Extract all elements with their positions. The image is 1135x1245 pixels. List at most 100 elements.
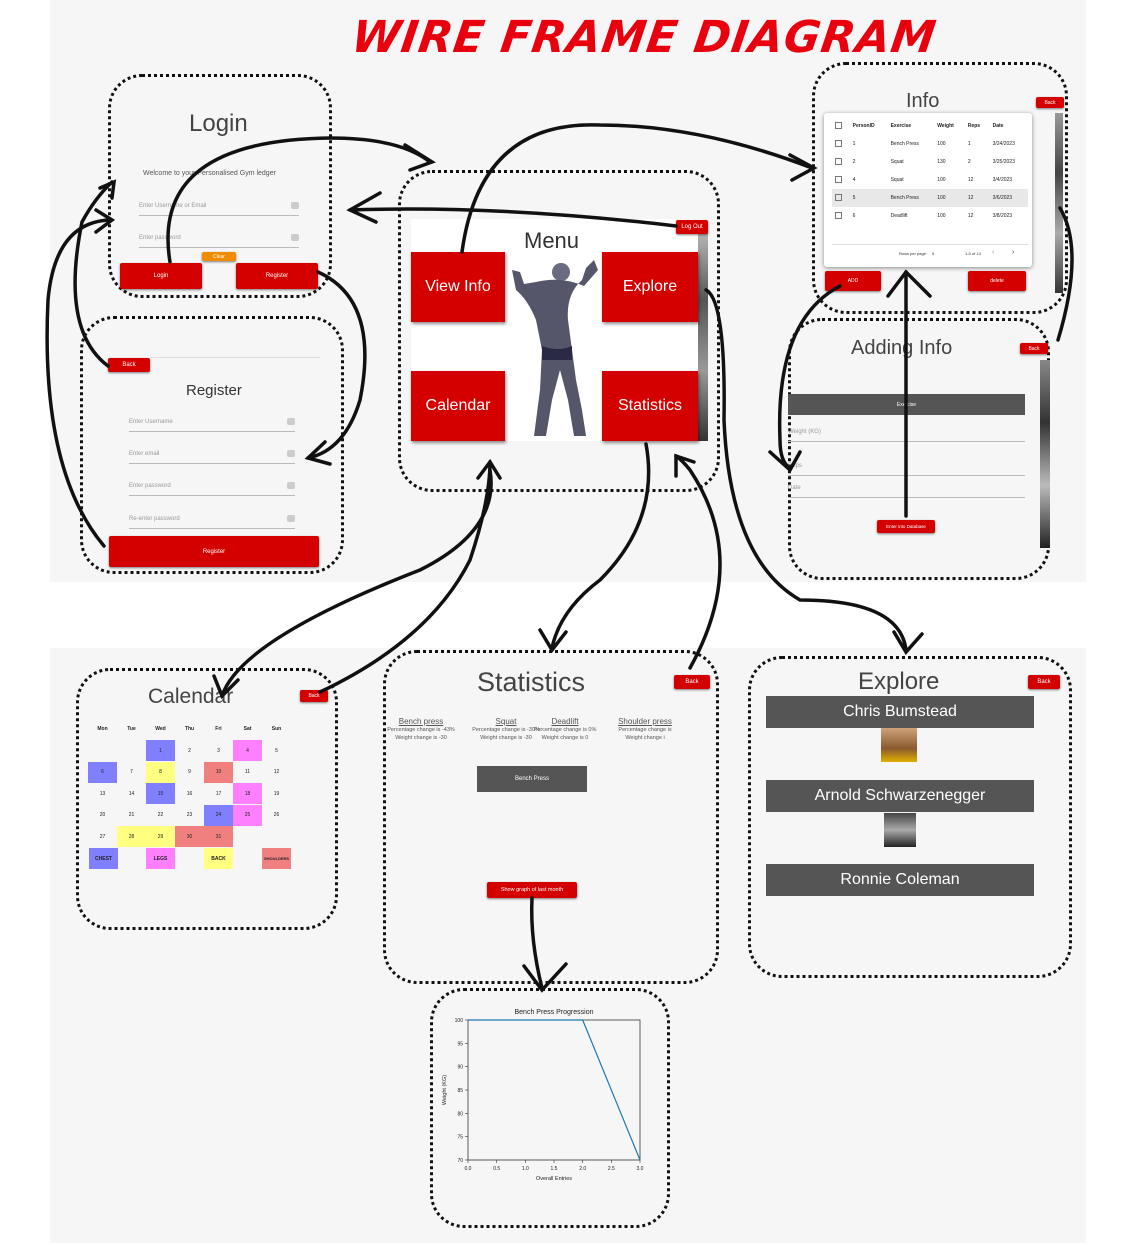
login-password-input[interactable]: Enter password: [139, 226, 299, 248]
arrow-login-to-menu-head: [403, 143, 436, 172]
arrow-explore-head: [892, 630, 924, 655]
register-password-placeholder: Enter password: [129, 483, 171, 489]
arrow-add-head: [768, 450, 802, 473]
delete-button[interactable]: delete: [968, 271, 1026, 291]
calendar-date-cell[interactable]: 16: [186, 790, 193, 797]
explore-back-button[interactable]: Back: [1028, 675, 1060, 689]
statistics-back-button[interactable]: Back: [674, 675, 710, 689]
date-placeholder: Date: [788, 485, 801, 491]
calendar-date-cell[interactable]: 17: [215, 790, 222, 797]
row-checkbox[interactable]: [832, 135, 850, 153]
calendar-date-cell[interactable]: 20: [99, 812, 106, 818]
calendar-date-cell[interactable]: 6: [88, 761, 117, 783]
info-column-header: PersonID: [852, 123, 875, 129]
select-all-checkbox[interactable]: [832, 117, 850, 135]
stat-percentage-change: Percentage change is -43%: [387, 727, 455, 733]
chart-frame: [430, 988, 670, 1228]
prev-page-icon[interactable]: ‹: [992, 249, 995, 256]
explore-person-arnold[interactable]: Arnold Schwarzenegger: [766, 780, 1034, 812]
table-cell: 3/25/2023: [992, 159, 1015, 165]
calendar-legend-shoulders: SHOULDERS: [262, 848, 291, 869]
row-checkbox[interactable]: [832, 153, 850, 171]
rows-per-page-select[interactable]: 5: [932, 251, 935, 256]
calendar-date-cell[interactable]: 22: [157, 812, 164, 818]
row-checkbox[interactable]: [832, 171, 850, 189]
table-cell: 1: [852, 141, 856, 147]
calendar-date-cell[interactable]: 24: [204, 804, 233, 826]
explore-button[interactable]: Explore: [602, 252, 698, 322]
arrow-login-to-menu: [166, 136, 432, 264]
view-info-button[interactable]: View Info: [411, 252, 505, 322]
exercise-dropdown[interactable]: Bench Press: [477, 766, 587, 792]
calendar-date-cell[interactable]: 11: [244, 769, 251, 775]
register-password-input[interactable]: Enter password: [129, 473, 295, 496]
info-side-strip: [1055, 113, 1063, 293]
calendar-date-cell[interactable]: 7: [130, 769, 133, 775]
register-reenter-placeholder: Re-enter password: [129, 516, 180, 522]
login-register-button[interactable]: Register: [236, 263, 318, 289]
register-frame: [80, 316, 344, 574]
calendar-date-cell[interactable]: 1: [146, 740, 175, 761]
row-checkbox[interactable]: [832, 189, 850, 207]
calendar-date-cell[interactable]: 31: [204, 826, 233, 847]
row-checkbox[interactable]: [832, 207, 850, 225]
calendar-date-cell[interactable]: 23: [186, 812, 193, 818]
calendar-date-cell[interactable]: 2: [188, 747, 191, 754]
register-reenter-input[interactable]: Re-enter password: [129, 506, 295, 529]
table-cell: Deadlift: [890, 213, 908, 219]
info-back-button[interactable]: Back: [1036, 97, 1064, 108]
calendar-date-cell[interactable]: 27: [99, 833, 106, 840]
arrow-calendar-back: [318, 460, 492, 694]
login-button[interactable]: Login: [120, 263, 202, 289]
next-page-icon[interactable]: ›: [1012, 249, 1015, 256]
calendar-date-cell[interactable]: 28: [117, 826, 146, 847]
calendar-date-cell[interactable]: 4: [233, 740, 262, 761]
table-cell: 12: [967, 213, 974, 219]
statistics-button[interactable]: Statistics: [602, 371, 698, 441]
logout-button[interactable]: Log Out: [676, 220, 708, 234]
calendar-date-cell[interactable]: 19: [273, 790, 280, 797]
y-tick-label: 90: [457, 1065, 463, 1071]
clear-button[interactable]: Clear: [202, 252, 236, 261]
calendar-date-cell[interactable]: 25: [233, 804, 262, 826]
show-graph-button[interactable]: Show graph of last month: [487, 882, 577, 898]
x-axis-label: Overall Entries: [536, 1176, 572, 1182]
calendar-date-cell[interactable]: 13: [99, 790, 106, 797]
calendar-date-cell[interactable]: 26: [273, 812, 280, 818]
register-submit-button[interactable]: Register: [109, 536, 319, 567]
explore-person-chris[interactable]: Chris Bumstead: [766, 696, 1034, 728]
calendar-date-cell[interactable]: 9: [188, 769, 191, 775]
calendar-date-cell[interactable]: 8: [146, 761, 175, 783]
calendar-date-cell[interactable]: 14: [128, 790, 135, 797]
arrow-register-submit-head: [94, 208, 116, 234]
calendar-button[interactable]: Calendar: [411, 371, 505, 441]
stat-weight-change: Weight change is -30: [395, 735, 447, 741]
adding-info-back-button[interactable]: Back: [1020, 343, 1048, 354]
calendar-date-cell[interactable]: 3: [217, 747, 220, 754]
enter-into-database-button[interactable]: Enter into Database: [877, 520, 935, 533]
calendar-date-cell[interactable]: 15: [146, 783, 175, 804]
register-email-input[interactable]: Enter email: [129, 441, 295, 464]
calendar-date-cell[interactable]: 18: [233, 783, 262, 804]
arrow-graph-to-chart: [529, 896, 544, 990]
calendar-date-cell[interactable]: 29: [146, 826, 175, 847]
explore-person-ronnie[interactable]: Ronnie Coleman: [766, 864, 1034, 896]
table-cell: 3/24/2023: [992, 141, 1015, 147]
calendar-date-cell[interactable]: 30: [175, 826, 204, 847]
calendar-date-cell[interactable]: 10: [204, 761, 233, 783]
user-icon: [287, 418, 295, 425]
register-back-button[interactable]: Back: [108, 358, 150, 372]
calendar-date-cell[interactable]: 5: [275, 747, 278, 754]
x-tick-label: 2.0: [579, 1166, 586, 1172]
register-username-input[interactable]: Enter Username: [129, 409, 295, 432]
calendar-date-cell[interactable]: 12: [273, 769, 280, 775]
arrow-statistics-to-statistics: [550, 442, 651, 650]
calendar-day-header: Mon: [97, 725, 108, 732]
register-username-placeholder: Enter Username: [129, 419, 173, 425]
calendar-date-cell[interactable]: 21: [128, 812, 135, 818]
